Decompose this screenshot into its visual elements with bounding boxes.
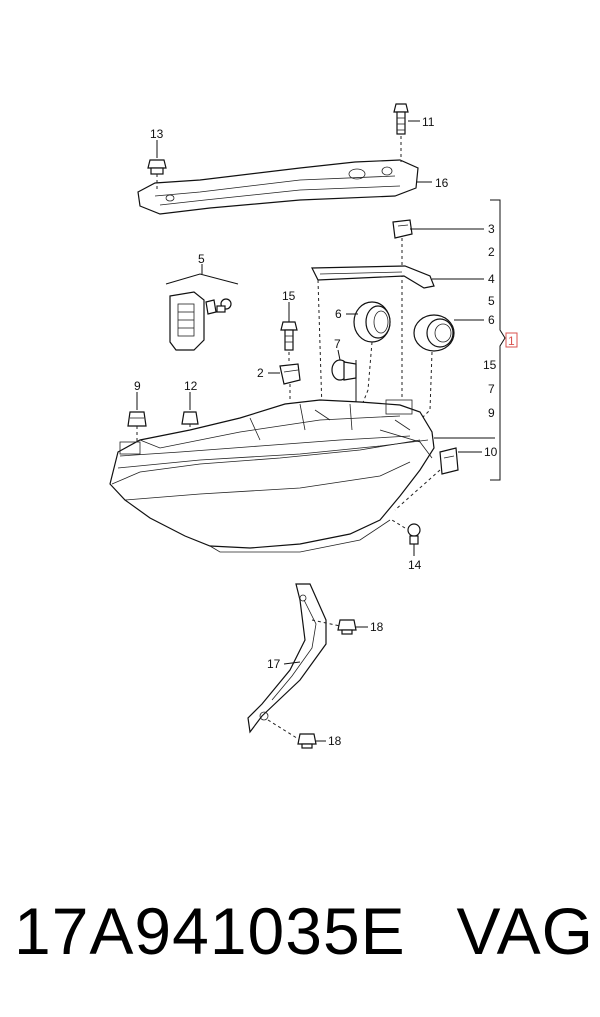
socket-part-2 — [279, 363, 301, 400]
callout-2: 2 — [257, 366, 264, 380]
clip-part-3 — [392, 219, 413, 400]
cap-part-6-right — [413, 314, 455, 421]
nut-part-13 — [147, 159, 167, 190]
callout-6: 6 — [335, 307, 342, 321]
bolt-part-14 — [391, 519, 421, 545]
callout-bracket-part-1 — [490, 199, 518, 481]
callout-9-list: 9 — [488, 406, 495, 420]
callout-14: 14 — [408, 558, 422, 572]
callout-box-1 — [505, 332, 518, 348]
callout-10: 10 — [484, 445, 498, 459]
callout-6-list: 6 — [488, 313, 495, 327]
callout-5: 5 — [198, 252, 205, 266]
nut-part-18-lower — [297, 733, 317, 749]
part-number: 17A941035E — [14, 894, 406, 968]
screw-part-15 — [280, 321, 298, 364]
leader-lines — [136, 120, 495, 742]
footer: 17A941035E VAG — [14, 893, 594, 983]
callout-2-list: 2 — [488, 245, 495, 259]
connector-part-10 — [394, 447, 459, 511]
brand-name: VAG — [456, 894, 594, 968]
callout-16: 16 — [435, 176, 449, 190]
callout-13: 13 — [150, 127, 164, 141]
callout-5-list: 5 — [488, 294, 495, 308]
lower-bracket-part-17 — [247, 583, 341, 741]
callout-9: 9 — [134, 379, 141, 393]
callout-18-upper: 18 — [370, 620, 384, 634]
callout-7-list: 7 — [488, 382, 495, 396]
nut-part-18-upper — [337, 619, 357, 635]
callout-7: 7 — [334, 337, 341, 351]
cover-strip-part-4 — [311, 265, 435, 411]
callout-3: 3 — [488, 222, 495, 236]
headlight-housing — [109, 399, 435, 553]
callout-4: 4 — [488, 272, 495, 286]
callout-17: 17 — [267, 657, 281, 671]
callout-11: 11 — [422, 115, 435, 129]
cap-part-6-left — [353, 301, 391, 411]
callout-18-lower: 18 — [328, 734, 342, 748]
callout-1: 1 — [508, 334, 515, 348]
callout-15: 15 — [282, 289, 296, 303]
callout-12: 12 — [184, 379, 198, 393]
bulb-part-7 — [331, 359, 357, 381]
grommet-part-9 — [127, 411, 147, 446]
upper-bracket-part-16 — [137, 159, 419, 215]
headlight-exploded-diagram: 13 11 16 3 2 4 5 6 1 15 7 9 10 5 15 6 7 … — [109, 103, 518, 749]
control-unit-part-5 — [165, 273, 239, 351]
bolt-part-11 — [393, 103, 409, 162]
callout-15-list: 15 — [483, 358, 497, 372]
